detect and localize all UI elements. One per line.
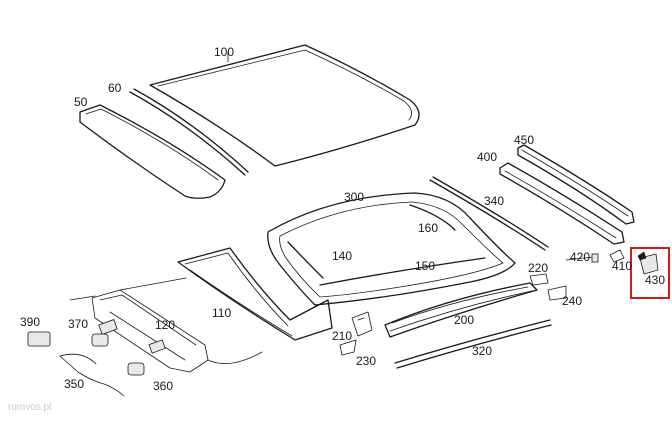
label-410: 410 <box>612 259 632 273</box>
label-230: 230 <box>356 354 376 368</box>
label-120: 120 <box>155 318 175 332</box>
part-140-strip[interactable] <box>287 241 324 279</box>
part-220-bracket[interactable] <box>529 273 549 286</box>
label-140: 140 <box>332 249 352 263</box>
label-220: 220 <box>528 261 548 275</box>
label-160: 160 <box>418 221 438 235</box>
part-300-frame[interactable] <box>267 192 516 306</box>
part-370-motor[interactable] <box>91 333 109 347</box>
label-110: 110 <box>212 306 231 320</box>
part-60-seal-strip[interactable] <box>129 88 249 176</box>
part-320-rear-seal-edge <box>396 324 552 369</box>
part-120-drive-mechanism[interactable] <box>69 277 263 373</box>
part-410-clip[interactable] <box>609 249 625 263</box>
part-150-strip[interactable] <box>319 257 486 286</box>
part-230-bracket[interactable] <box>339 339 357 356</box>
part-320-rear-seal[interactable] <box>394 319 551 364</box>
label-60: 60 <box>108 81 122 95</box>
label-420: 420 <box>570 250 590 264</box>
label-390: 390 <box>20 315 40 329</box>
part-50-front-panel[interactable] <box>79 104 226 199</box>
label-300: 300 <box>344 190 364 204</box>
part-100-roof-panel[interactable] <box>149 44 420 167</box>
label-100: 100 <box>214 45 234 59</box>
part-110-front-frame[interactable] <box>177 247 333 341</box>
part-430-bracket[interactable] <box>637 251 659 275</box>
label-360: 360 <box>153 379 173 393</box>
label-210: 210 <box>332 329 352 343</box>
part-360-motor[interactable] <box>127 362 145 376</box>
label-240: 240 <box>562 294 582 308</box>
part-240-bracket[interactable] <box>547 285 567 301</box>
label-50: 50 <box>74 95 88 109</box>
label-400: 400 <box>477 150 497 164</box>
label-340: 340 <box>484 194 504 208</box>
part-350-harness[interactable] <box>59 353 125 397</box>
part-390-module[interactable] <box>27 331 51 347</box>
label-450: 450 <box>514 133 534 147</box>
label-430: 430 <box>645 273 665 287</box>
part-340-side-seal[interactable] <box>429 179 546 251</box>
part-210-bracket[interactable] <box>351 311 373 337</box>
label-320: 320 <box>472 344 492 358</box>
part-160-strip[interactable] <box>409 204 456 231</box>
label-350: 350 <box>64 377 84 391</box>
part-450-rail-cover[interactable] <box>517 144 635 225</box>
part-400-guide-rail[interactable] <box>499 162 625 245</box>
part-340-side-seal-edge <box>432 176 549 248</box>
watermark: rumvos.pl <box>8 402 51 413</box>
label-370: 370 <box>68 317 88 331</box>
label-200: 200 <box>454 313 474 327</box>
part-200-rear-frame[interactable] <box>384 282 538 338</box>
label-150: 150 <box>415 259 435 273</box>
highlight-box-430 <box>630 247 670 299</box>
part-420-clip[interactable] <box>565 253 599 263</box>
